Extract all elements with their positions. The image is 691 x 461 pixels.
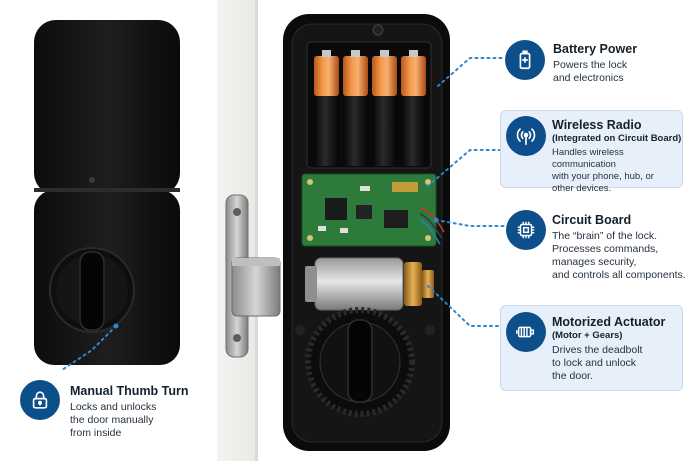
motor-graphic (305, 257, 434, 311)
battery-icon (505, 40, 545, 80)
strike-plate (225, 194, 281, 358)
motor-icon (506, 312, 546, 352)
callout-description: Handles wireless communication with your… (552, 147, 654, 194)
callout-title: Motorized Actuator (552, 315, 666, 329)
callout-subtitle: (Motor + Gears) (552, 330, 623, 341)
callout-battery-power: Battery Power Powers the lock and electr… (505, 38, 685, 98)
callout-subtitle: (Integrated on Circuit Board) (552, 133, 682, 144)
callout-motorized-actuator: Motorized Actuator (Motor + Gears) Drive… (506, 310, 682, 390)
leader-lines (61, 57, 506, 371)
callout-title: Circuit Board (552, 213, 632, 227)
callout-title: Battery Power (553, 42, 638, 56)
lock-interior (283, 14, 450, 451)
callout-description: Powers the lock and electronics (553, 59, 628, 84)
chip-icon (506, 210, 546, 250)
wireless-icon (506, 116, 546, 156)
callout-description: Drives the deadbolt to lock and unlock t… (552, 344, 643, 382)
batteries (314, 50, 426, 166)
callout-title: Wireless Radio (552, 118, 642, 132)
callout-description: The “brain” of the lock. Processes comma… (552, 230, 686, 281)
callout-title: Manual Thumb Turn (70, 384, 189, 398)
callout-manual-thumb-turn: Manual Thumb Turn Locks and unlocks the … (20, 378, 210, 448)
lock-exterior (34, 20, 180, 365)
callout-circuit-board: Circuit Board The “brain” of the lock. P… (506, 208, 688, 286)
callout-description: Locks and unlocks the door manually from… (70, 401, 157, 439)
circuit-board-graphic (301, 173, 445, 247)
lock-icon (20, 380, 60, 420)
interior-thumb-turn (305, 307, 415, 417)
callout-wireless-radio: Wireless Radio (Integrated on Circuit Bo… (506, 114, 682, 194)
